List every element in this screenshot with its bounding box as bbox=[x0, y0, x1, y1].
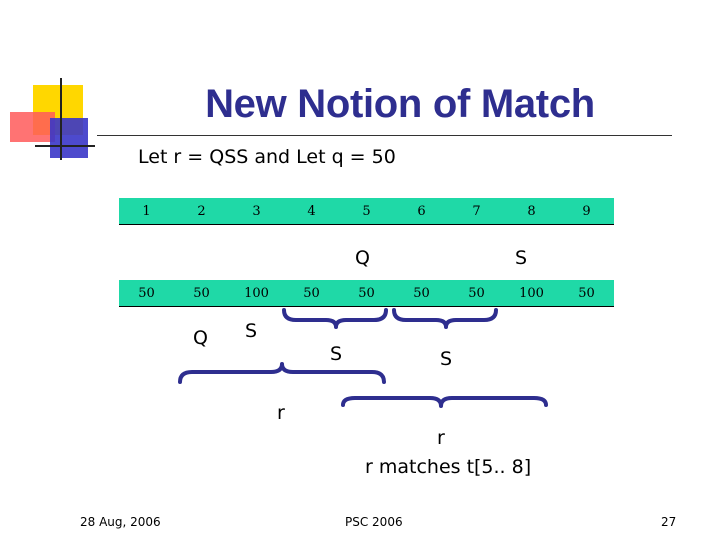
brace-r-right bbox=[341, 396, 548, 408]
index-cell: 8 bbox=[504, 198, 559, 224]
slide-title: New Notion of Match bbox=[205, 82, 595, 126]
value-cell: 50 bbox=[559, 280, 614, 306]
value-cell: 50 bbox=[119, 280, 174, 306]
brace-r-left bbox=[178, 362, 386, 384]
label-s-lower-c: S bbox=[440, 348, 453, 370]
index-cell: 1 bbox=[119, 198, 174, 224]
value-cell: 100 bbox=[504, 280, 559, 306]
decor-vertical-line bbox=[60, 78, 62, 160]
label-s-lower-a: S bbox=[245, 320, 258, 342]
value-cell: 50 bbox=[339, 280, 394, 306]
label-q-upper: Q bbox=[355, 247, 370, 269]
decor-red-square bbox=[10, 112, 55, 142]
slide-subtitle: Let r = QSS and Let q = 50 bbox=[138, 146, 396, 168]
value-cell: 50 bbox=[394, 280, 449, 306]
value-row: 50 50 100 50 50 50 50 100 50 bbox=[119, 280, 614, 307]
index-cell: 6 bbox=[394, 198, 449, 224]
decor-horizontal-line bbox=[35, 145, 95, 147]
label-s-lower-b: S bbox=[330, 343, 343, 365]
index-cell: 7 bbox=[449, 198, 504, 224]
value-cell: 50 bbox=[174, 280, 229, 306]
page-number: 27 bbox=[661, 515, 677, 529]
label-r-left: r bbox=[277, 402, 285, 424]
value-cell: 100 bbox=[229, 280, 284, 306]
value-cell: 50 bbox=[284, 280, 339, 306]
index-cell: 4 bbox=[284, 198, 339, 224]
footer-conference: PSC 2006 bbox=[345, 515, 403, 529]
decor-blue-square bbox=[50, 118, 88, 158]
index-row: 1 2 3 4 5 6 7 8 9 bbox=[119, 198, 614, 225]
label-r-right: r bbox=[437, 427, 445, 449]
label-q-lower: Q bbox=[193, 327, 208, 349]
index-cell: 2 bbox=[174, 198, 229, 224]
index-cell: 9 bbox=[559, 198, 614, 224]
index-cell: 3 bbox=[229, 198, 284, 224]
brace-s-under-4-5 bbox=[282, 308, 388, 329]
title-rule bbox=[97, 135, 672, 136]
match-note: r matches t[5.. 8] bbox=[365, 456, 532, 478]
value-cell: 50 bbox=[449, 280, 504, 306]
brace-s-under-6-7 bbox=[392, 308, 498, 329]
label-s-upper: S bbox=[515, 247, 528, 269]
footer-date: 28 Aug, 2006 bbox=[80, 515, 161, 529]
index-cell: 5 bbox=[339, 198, 394, 224]
